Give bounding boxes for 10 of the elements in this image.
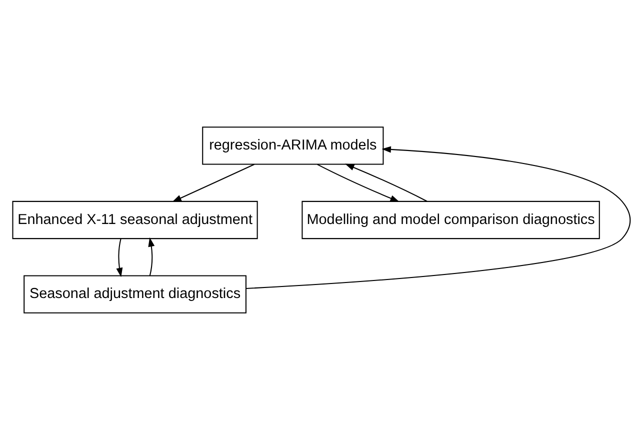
- arrow: [317, 163, 400, 202]
- arrow: [246, 146, 630, 288]
- node-box: regression-ARIMA models: [202, 126, 384, 164]
- node-box: Enhanced X-11 seasonal adjustment: [12, 200, 258, 239]
- arrow: [148, 236, 155, 276]
- node-box: Seasonal adjustment diagnostics: [24, 274, 246, 313]
- arrow: [172, 163, 254, 202]
- arrow: [116, 238, 123, 277]
- node-box: Modelling and model comparison diagnostics: [302, 200, 600, 239]
- arrow: [344, 163, 428, 202]
